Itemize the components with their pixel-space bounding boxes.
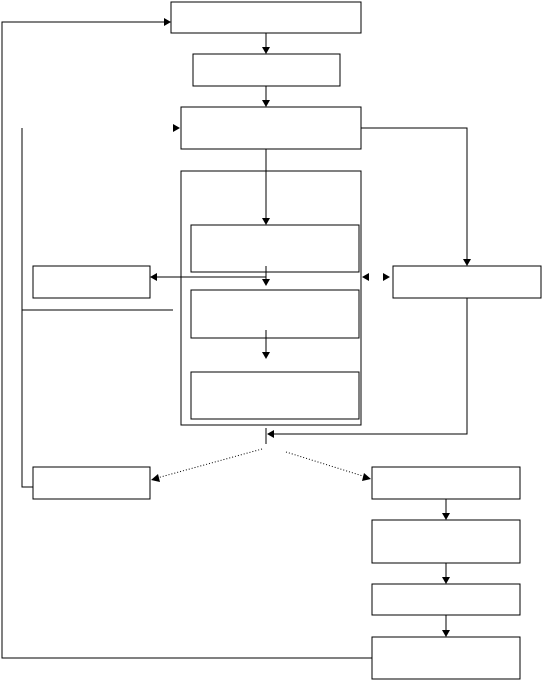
arrowhead-left	[362, 273, 369, 281]
arrowhead-left	[267, 430, 274, 438]
dotted-edge-to-left-result	[156, 448, 263, 479]
edge-right-branch-to-merge	[273, 298, 468, 435]
box-group-step-1	[190, 224, 360, 273]
arrowhead-down	[262, 352, 270, 359]
box-right-result-3	[371, 583, 521, 616]
arrowhead-down	[262, 100, 270, 107]
arrowhead-down	[442, 577, 450, 584]
edge-third-to-right-branch	[361, 127, 468, 259]
box-second	[192, 53, 341, 87]
arrowhead-down	[262, 218, 270, 225]
process-group-frame	[180, 170, 362, 426]
arrowhead-left	[151, 474, 160, 482]
edge-left-result-loop	[21, 128, 33, 488]
box-right-result-1	[371, 466, 521, 500]
box-right-result-2	[371, 519, 521, 564]
arrowhead-right	[164, 18, 171, 26]
box-left-output	[32, 265, 151, 299]
box-group-step-3	[190, 371, 360, 420]
dotted-edge-to-right-result	[285, 451, 367, 478]
edge-loop-back-to-top	[1, 21, 372, 659]
box-right-result-4	[371, 636, 521, 680]
box-right-branch	[392, 265, 542, 299]
arrowhead-down	[463, 259, 471, 266]
arrowhead-right	[173, 124, 180, 132]
box-left-result	[32, 466, 151, 500]
arrowhead-down	[262, 47, 270, 54]
arrowhead-down	[442, 630, 450, 637]
arrowhead-right	[383, 273, 390, 281]
arrowhead-down	[442, 513, 450, 520]
box-group-step-2	[190, 289, 360, 339]
arrowhead-left	[150, 273, 157, 281]
arrowhead-right	[362, 473, 371, 481]
box-top	[170, 1, 362, 34]
arrowhead-down	[262, 279, 270, 286]
box-third	[180, 106, 362, 150]
